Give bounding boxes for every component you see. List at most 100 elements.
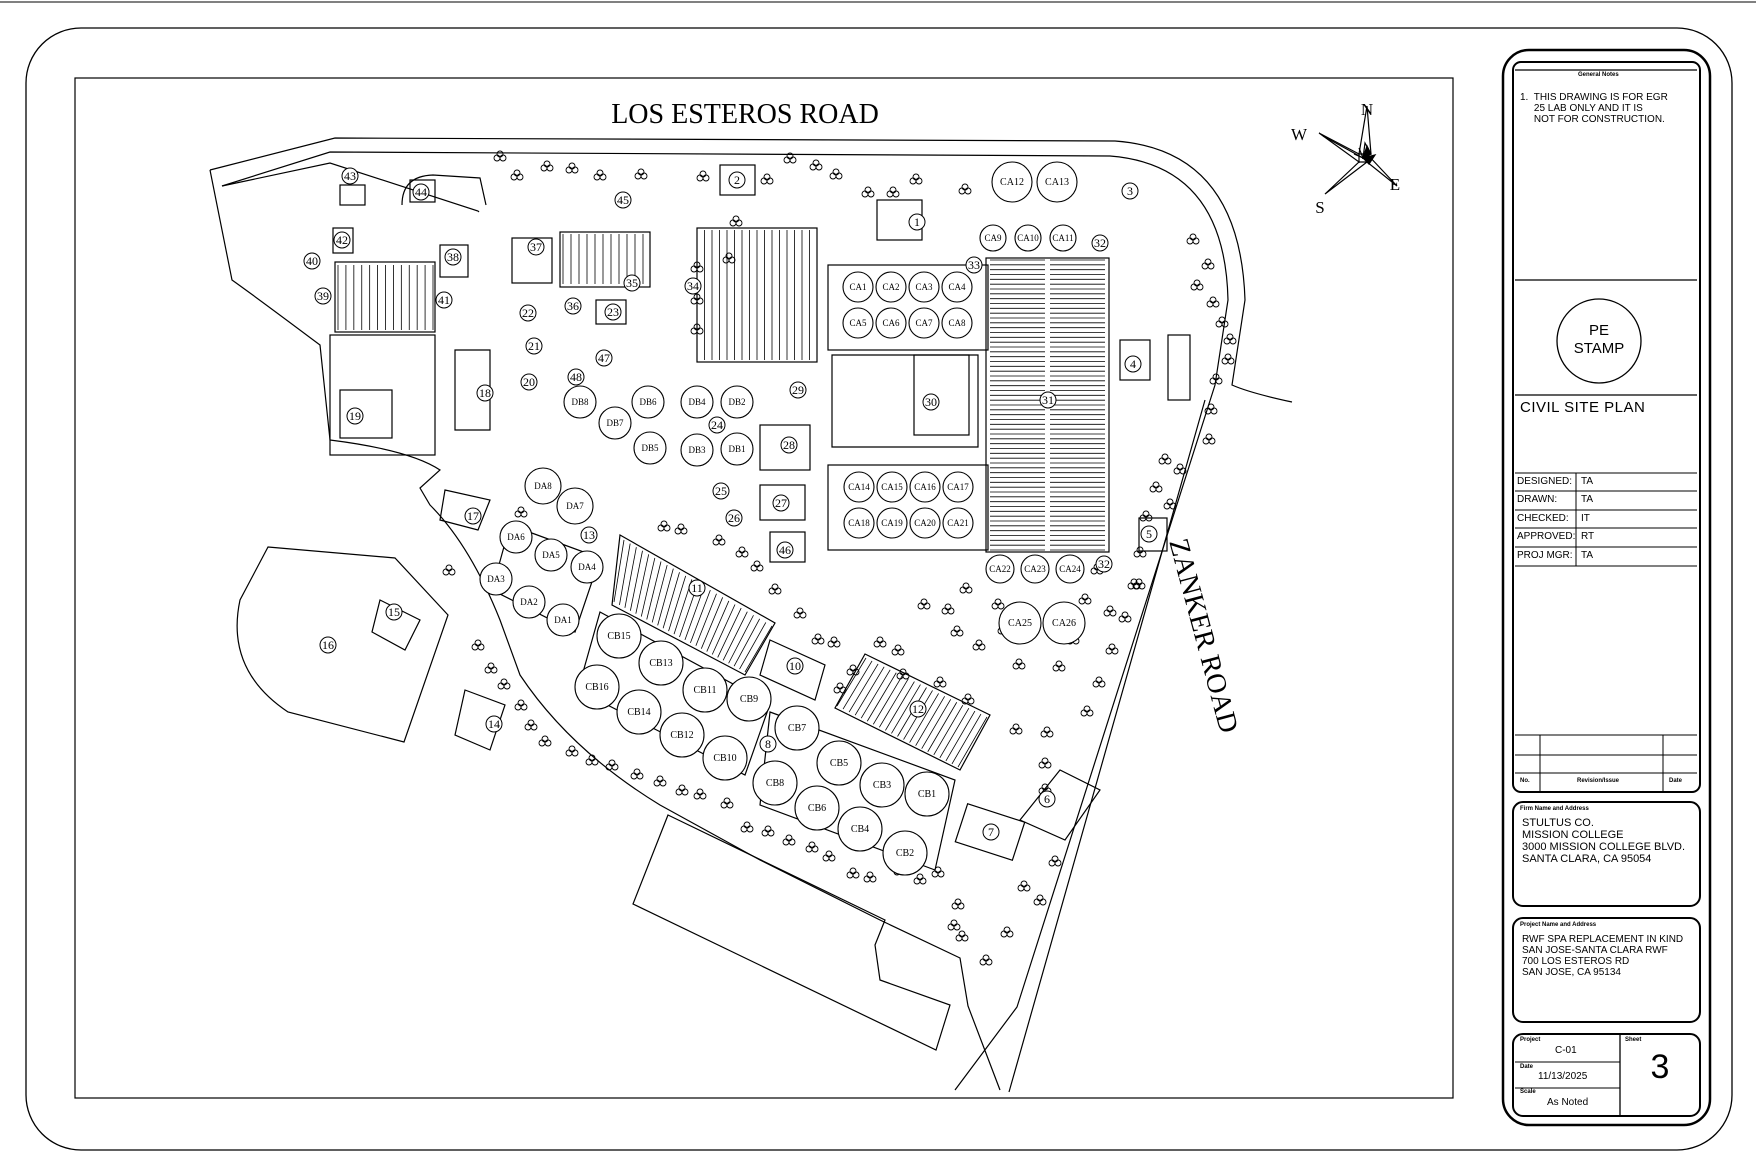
drawn-value: TA bbox=[1581, 494, 1594, 505]
compass-s: S bbox=[1315, 198, 1324, 217]
tank-cb15: CB15 bbox=[596, 613, 642, 659]
tree-icon bbox=[1040, 726, 1054, 738]
revision-no-header: No. bbox=[1520, 778, 1530, 784]
tree-icon bbox=[1133, 546, 1147, 558]
tank-label: DA1 bbox=[554, 615, 572, 625]
tank-label: CB12 bbox=[670, 730, 693, 741]
tree-icon bbox=[972, 639, 986, 651]
tank-ca13: CA13 bbox=[1036, 161, 1078, 203]
tree-icon bbox=[1201, 258, 1215, 270]
scale-value: As Noted bbox=[1547, 1097, 1589, 1108]
building-label-2: 2 bbox=[728, 171, 746, 189]
building-41-array bbox=[334, 261, 436, 333]
building-label-11: 11 bbox=[688, 579, 706, 597]
tree-icon bbox=[722, 252, 736, 264]
tank-cb8: CB8 bbox=[752, 760, 798, 806]
building-2 bbox=[719, 164, 756, 196]
building-label-22: 22 bbox=[519, 304, 537, 322]
building-number: 28 bbox=[783, 438, 795, 452]
site-inner-road bbox=[221, 151, 1229, 1091]
tank-ca17: CA17 bbox=[942, 471, 974, 503]
tank-label: DB3 bbox=[688, 445, 706, 455]
building-number: 38 bbox=[447, 250, 459, 264]
tree-icon bbox=[782, 834, 796, 846]
tree-icon bbox=[1017, 880, 1031, 892]
building-number: 39 bbox=[317, 289, 329, 303]
tank-label: CB3 bbox=[873, 780, 891, 791]
tree-icon bbox=[538, 735, 552, 747]
building-number: 10 bbox=[789, 659, 801, 673]
tank-label: CA7 bbox=[915, 318, 933, 328]
tank-ca11: CA11 bbox=[1049, 224, 1077, 252]
building-label-40: 40 bbox=[303, 252, 321, 270]
building-42 bbox=[332, 227, 354, 254]
tree-icon bbox=[720, 797, 734, 809]
building-number: 35 bbox=[626, 276, 638, 290]
tree-icon bbox=[514, 699, 528, 711]
tree-icon bbox=[760, 173, 774, 185]
tank-db1: DB1 bbox=[720, 432, 754, 466]
building-number: 22 bbox=[522, 306, 534, 320]
tank-label: DA5 bbox=[542, 550, 560, 560]
aeration-11 bbox=[611, 534, 776, 676]
building-label-14: 14 bbox=[485, 715, 503, 733]
tree-icon bbox=[917, 598, 931, 610]
tank-label: CA5 bbox=[849, 318, 867, 328]
tank-label: CB16 bbox=[585, 682, 608, 693]
pe-stamp-line2: STAMP bbox=[1573, 340, 1625, 357]
tree-icon bbox=[761, 825, 775, 837]
firm-heading: Firm Name and Address bbox=[1520, 806, 1589, 812]
building-7 bbox=[954, 802, 1026, 862]
building-label-15: 15 bbox=[385, 603, 403, 621]
tank-ca1: CA1 bbox=[842, 271, 874, 303]
tree-icon bbox=[827, 636, 841, 648]
aeration-12 bbox=[834, 653, 991, 771]
tank-cb13: CB13 bbox=[638, 640, 684, 686]
tank-label: CA10 bbox=[1017, 233, 1039, 243]
approved-value: RT bbox=[1581, 531, 1595, 542]
tree-icon bbox=[979, 954, 993, 966]
tree-icon bbox=[735, 546, 749, 558]
aeration-31 bbox=[985, 257, 1110, 553]
building-label-26: 26 bbox=[725, 509, 743, 527]
building-label-31: 31 bbox=[1039, 391, 1057, 409]
building-label-45: 45 bbox=[614, 191, 632, 209]
tree-icon bbox=[565, 745, 579, 757]
tank-cb1: CB1 bbox=[904, 771, 950, 817]
building-number: 40 bbox=[306, 254, 318, 268]
tree-icon bbox=[524, 719, 538, 731]
tank-cb10: CB10 bbox=[702, 735, 748, 781]
tree-icon bbox=[1103, 605, 1117, 617]
building-label-21: 21 bbox=[525, 337, 543, 355]
tank-label: DA7 bbox=[566, 501, 584, 511]
tree-icon bbox=[1092, 676, 1106, 688]
tree-icon bbox=[514, 506, 528, 518]
building-number: 32 bbox=[1094, 236, 1106, 250]
building-30 bbox=[913, 354, 970, 436]
tank-label: CA2 bbox=[882, 282, 899, 292]
sheet-label: Sheet bbox=[1625, 1037, 1642, 1043]
building-label-32: 32 bbox=[1095, 555, 1113, 573]
tank-label: CA16 bbox=[914, 482, 936, 492]
scale-label: Scale bbox=[1520, 1089, 1536, 1095]
checked-label: CHECKED: bbox=[1517, 513, 1569, 524]
title-block-frame bbox=[1501, 48, 1712, 1127]
building-6 bbox=[1019, 769, 1101, 841]
tree-icon bbox=[565, 162, 579, 174]
tank-ca21: CA21 bbox=[942, 507, 974, 539]
tree-icon bbox=[1078, 593, 1092, 605]
tree-icon bbox=[933, 676, 947, 688]
tree-icon bbox=[793, 607, 807, 619]
tree-icon bbox=[1206, 296, 1220, 308]
building-number: 23 bbox=[607, 305, 619, 319]
tree-icon bbox=[657, 520, 671, 532]
tank-label: CA12 bbox=[1000, 177, 1024, 188]
tank-label: CB6 bbox=[808, 803, 826, 814]
tree-icon bbox=[1221, 353, 1235, 365]
building-label-18: 18 bbox=[476, 384, 494, 402]
building-10 bbox=[759, 639, 826, 701]
tank-db5: DB5 bbox=[633, 431, 667, 465]
designed-label: DESIGNED: bbox=[1517, 476, 1573, 487]
building-label-43: 43 bbox=[341, 167, 359, 185]
